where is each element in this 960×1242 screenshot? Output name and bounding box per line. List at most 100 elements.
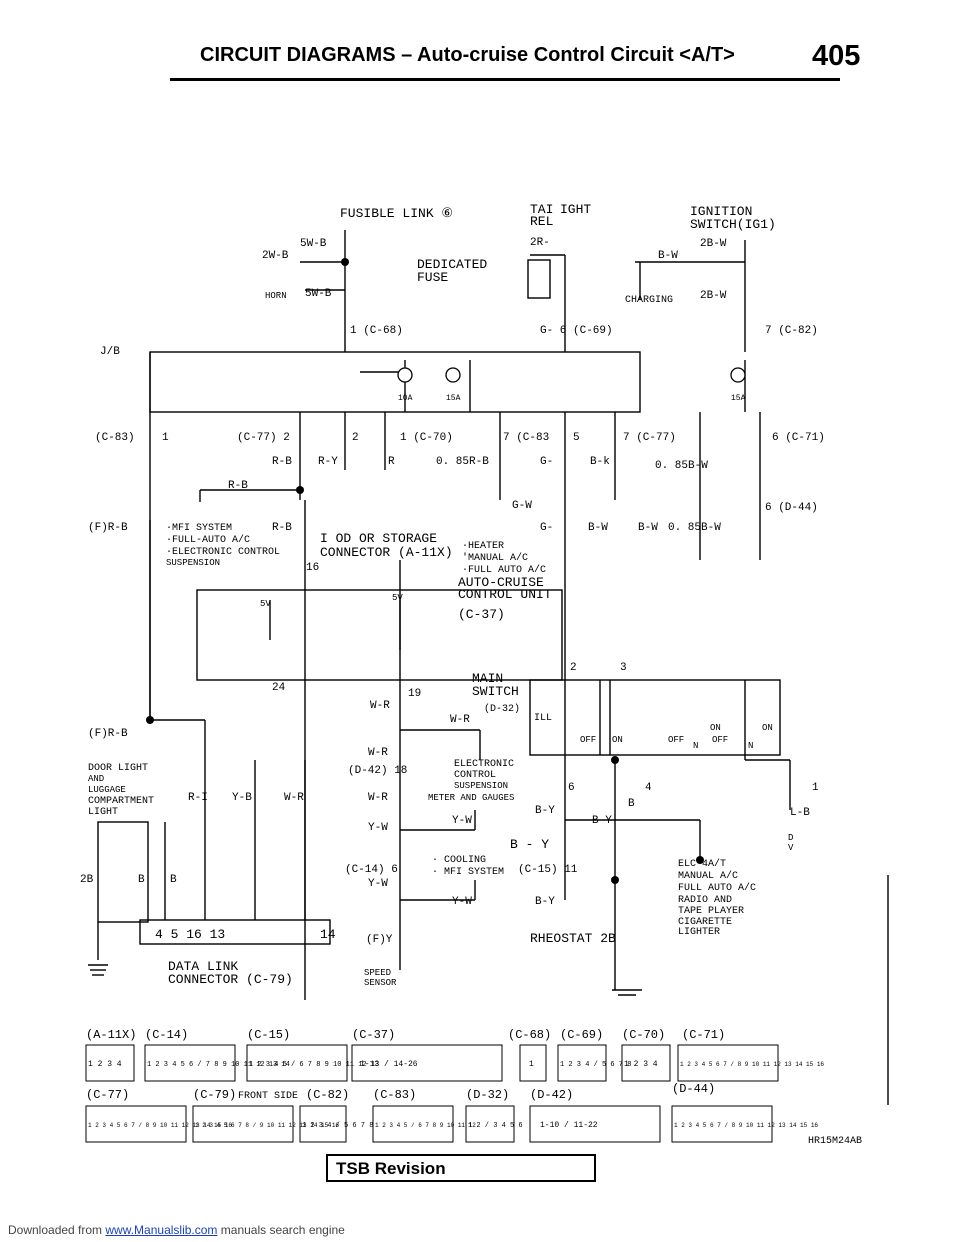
wire-label: 2B [80,874,94,886]
wire-label: 2B-W [700,238,727,250]
pin-label: 19 [408,688,421,700]
relay-label: REL [530,214,553,229]
wire-label: B [138,874,145,886]
note-label: ·MFI SYSTEM [166,523,232,534]
pin-label: 1 [162,432,169,444]
connector-label: 1 (C-68) [350,325,403,337]
voltage-label: 5V [392,593,403,603]
connector-id: (C-83) [373,1088,416,1102]
wire-label: Y-W [452,896,472,908]
wire-label: 2R- [530,237,550,249]
switch-position: ON [762,723,773,733]
wire-label: 0. 85B-W [668,522,721,534]
connector-id: (A-11X) [86,1028,136,1042]
manualslib-link[interactable]: www.Manualslib.com [105,1223,218,1237]
wire-label: 2W-B [262,250,289,262]
switch-position: OFF [668,735,684,745]
figure-code: HR15M24AB [808,1136,863,1147]
wire-label: (F)R-B [88,522,128,534]
wire-label: 5W-B [300,238,327,250]
connector-label: 7 (C-77) [623,432,676,444]
pin-label: 2 [570,662,577,674]
wire-label: 0. 85R-B [436,456,489,468]
wire-label: 2B-W [700,290,727,302]
pinout-text: 1 2 3 4 / 5 6 7 8 [560,1061,631,1069]
wire-label: Y-W [368,878,388,890]
pinout-text: 1 2 3 4 5 / 6 7 8 9 10 11 12 [375,1122,476,1129]
tsb-revision-box: TSB Revision [326,1154,596,1182]
connector-id: (C-69) [560,1028,603,1042]
pin-label: 5 [573,432,580,444]
wire-label: R-B [272,456,292,468]
wire-label: 0. 85B-W [655,460,708,472]
wire-label: W-R [284,792,304,804]
connector-id: (D-44) [672,1082,715,1096]
note-label: LIGHTER [678,927,720,938]
dedicated-fuse-label-2: FUSE [417,270,448,285]
pinout-text: 1-10 / 11-22 [540,1121,598,1130]
horn-label: HORN [265,291,287,301]
connector-label: 6 (D-44) [765,502,818,514]
wire-label: R [388,456,395,468]
note-label: ELC-4A/T [678,858,726,870]
connector-id: (C-79) [193,1088,236,1102]
wiring-lines [88,230,889,1105]
footer-prefix: Downloaded from [8,1223,106,1237]
fuse-rating: 15A [731,394,746,403]
pinout-text: 1-13 / 14-26 [360,1060,418,1069]
wire-label: B [170,874,177,886]
wire-label: B-k [590,456,610,468]
pin-label: 14 [320,927,336,942]
note-label: DOOR LIGHT [88,763,148,774]
connector-label: (C-77) 2 [237,432,290,444]
pinout-text: 1 2 3 4 5 6 7 / 8 9 10 11 12 13 14 15 16 [674,1122,818,1129]
switch-position: OFF [712,735,728,745]
connector-id: (C-77) [86,1088,129,1102]
data-link-label: DATA LINK [168,959,238,974]
data-link-connector-label: CONNECTOR (C-79) [168,972,293,987]
wire-label: R-I [188,792,208,804]
wire-label: B-Y [592,815,612,827]
junction-block-outline [149,351,641,413]
fuse-symbols [397,367,746,383]
main-switch-label: MAIN [472,671,503,686]
note-label: FULL AUTO A/C [678,882,756,894]
pin-row: 4 5 16 13 [155,927,225,942]
note-label: SUSPENSION [454,781,508,791]
connector-id: (C-14) [145,1028,188,1042]
footer-suffix: manuals search engine [217,1223,345,1237]
illumination-label: ILL [534,713,552,724]
pin-label: 16 [306,562,319,574]
wire-label: B-Y [535,805,555,817]
pinout-text: 1 2 3 4 5 6 7 / 8 9 10 11 12 13 14 15 16 [88,1122,232,1129]
connector-label: 1 (C-70) [400,432,453,444]
speed-sensor-label-2: SENSOR [364,978,397,988]
note-label: 'MANUAL A/C [462,552,528,564]
note-label: CIGARETTE [678,917,732,928]
pin-label: 3 [620,662,627,674]
wire-label: R-B [228,480,248,492]
switch-position: OFF [580,735,596,745]
connector-id: (C-82) [306,1088,349,1102]
jb-label: J/B [100,346,120,358]
note-label: ELECTRONIC [454,759,514,770]
ignition-label: IGNITION [690,204,752,219]
connector-id: (D-32) [466,1088,509,1102]
switch-position: ON [710,723,721,733]
connector-pinouts [85,1044,779,1143]
connector-label: 7 (C-83 [503,432,549,444]
switch-position: ON [612,735,623,745]
taillight-relay-label: TAI [530,202,553,217]
page-title: CIRCUIT DIAGRAMS – Auto-cruise Control C… [200,44,735,66]
connector-label: 7 (C-82) [765,325,818,337]
note-label: V [788,843,794,853]
note-label: CONTROL [454,770,496,781]
connector-label: (D-42) 18 [348,765,407,777]
pinout-text: 1 [529,1060,534,1069]
connector-note: FRONT SIDE [238,1091,298,1102]
pinout-text: 1 2 3 4 5 / 6 7 8 9 10 11 12 13 [249,1061,379,1069]
wire-label: W-R [368,747,388,759]
taillight-relay-label-2: IGHT [560,202,591,217]
note-label: ·FULL-AUTO A/C [166,534,250,546]
